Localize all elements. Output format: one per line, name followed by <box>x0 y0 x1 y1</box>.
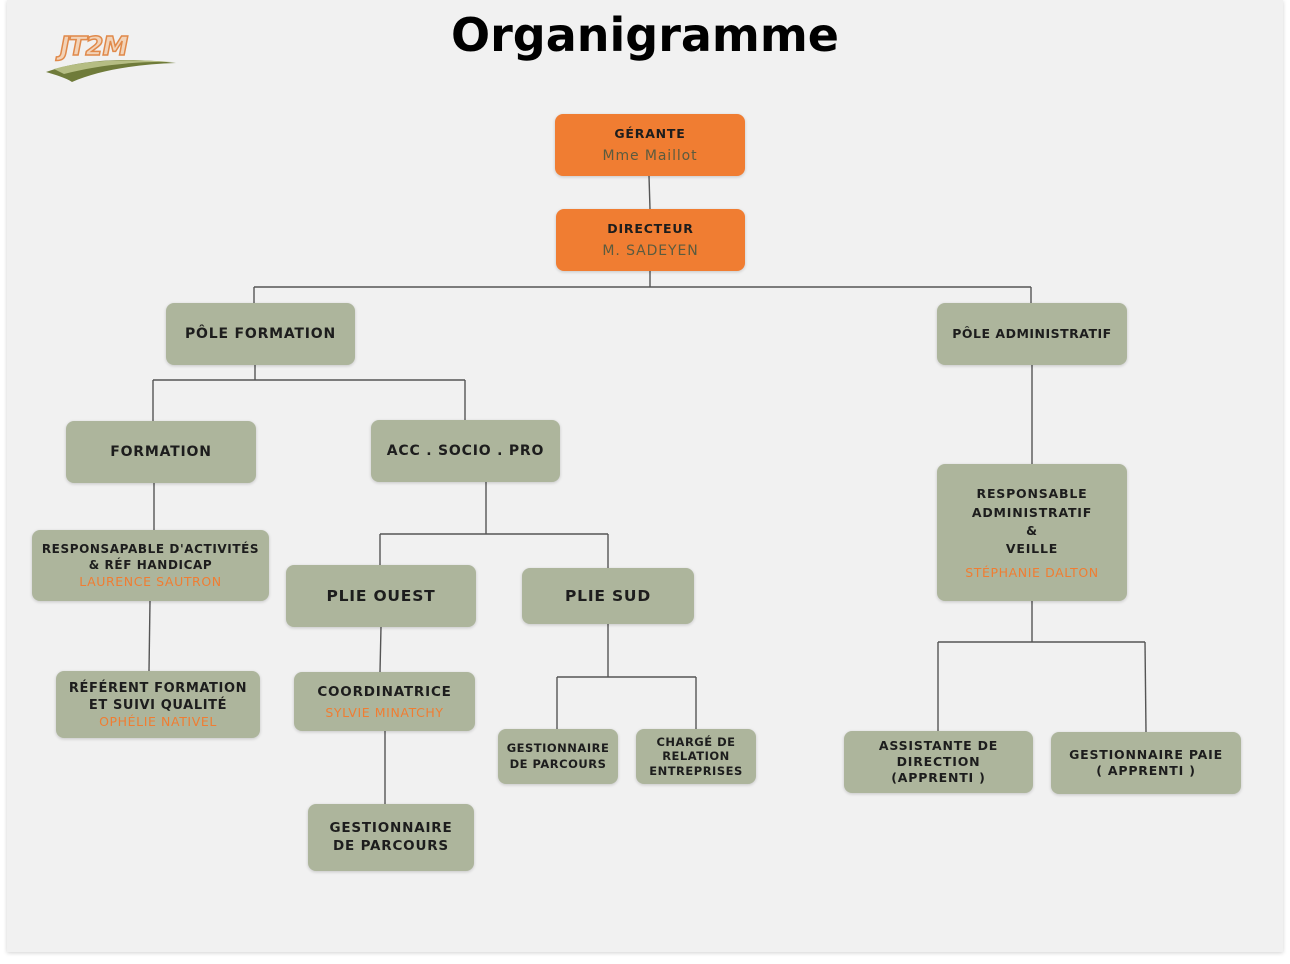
node-title: RESPONSAPABLE D'ACTIVITÉS & RÉF HANDICAP <box>41 541 260 572</box>
node-title: GESTIONNAIRE DE PARCOURS <box>506 741 610 771</box>
node-person: STÉPHANIE DALTON <box>965 564 1099 580</box>
node-coordinatrice: COORDINATRICE SYLVIE MINATCHY <box>294 672 475 731</box>
node-person: LAURENCE SAUTRON <box>79 574 222 590</box>
node-assistante-direction: ASSISTANTE DE DIRECTION (APPRENTI ) <box>844 731 1033 793</box>
node-formation: FORMATION <box>66 421 256 483</box>
node-directeur: DIRECTEUR M. SADEYEN <box>556 209 745 271</box>
node-person: M. SADEYEN <box>602 242 699 259</box>
node-title: GESTIONNAIRE PAIE ( APPRENTI ) <box>1069 746 1223 779</box>
node-title: GESTIONNAIRE DE PARCOURS <box>329 819 453 854</box>
node-plie-sud: PLIE SUD <box>522 568 694 624</box>
node-title: CHARGÉ DE RELATION ENTREPRISES <box>649 735 743 778</box>
company-logo: JT2M <box>44 28 184 90</box>
node-gerante: GÉRANTE Mme Maillot <box>555 114 745 176</box>
node-title: COORDINATRICE <box>317 683 452 700</box>
node-title: PLIE SUD <box>564 586 651 605</box>
logo-text: JT2M <box>59 31 129 63</box>
node-title: GÉRANTE <box>614 126 686 142</box>
node-gestionnaire-parcours-sud: GESTIONNAIRE DE PARCOURS <box>498 729 618 784</box>
node-person: Mme Maillot <box>602 147 698 164</box>
node-referent-formation: RÉFÉRENT FORMATION ET SUIVI QUALITÉ OPHÉ… <box>56 671 260 738</box>
node-title: PÔLE FORMATION <box>184 325 337 342</box>
node-title: PLIE OUEST <box>326 586 436 605</box>
node-title: RÉFÉRENT FORMATION ET SUIVI QUALITÉ <box>68 680 248 714</box>
node-responsable-activites: RESPONSAPABLE D'ACTIVITÉS & RÉF HANDICAP… <box>32 530 269 601</box>
node-person: OPHÉLIE NATIVEL <box>99 714 217 730</box>
node-charge-relation-entreprises: CHARGÉ DE RELATION ENTREPRISES <box>636 729 756 784</box>
node-title: DIRECTEUR <box>607 221 694 237</box>
node-person: SYLVIE MINATCHY <box>325 704 444 720</box>
node-pole-formation: PÔLE FORMATION <box>166 303 355 365</box>
node-responsable-administratif: RESPONSABLE ADMINISTRATIF & VEILLE STÉPH… <box>937 464 1127 601</box>
node-gestionnaire-paie: GESTIONNAIRE PAIE ( APPRENTI ) <box>1051 732 1241 794</box>
node-acc-socio-pro: ACC . SOCIO . PRO <box>371 420 560 482</box>
node-title: ACC . SOCIO . PRO <box>386 442 545 459</box>
node-plie-ouest: PLIE OUEST <box>286 565 476 627</box>
node-title: FORMATION <box>110 443 212 460</box>
node-title: ASSISTANTE DE DIRECTION (APPRENTI ) <box>878 737 999 786</box>
node-gestionnaire-parcours-ouest: GESTIONNAIRE DE PARCOURS <box>308 804 474 871</box>
logo-swoosh-icon <box>46 59 176 82</box>
node-title: RESPONSABLE ADMINISTRATIF & VEILLE <box>971 486 1093 556</box>
node-title: PÔLE ADMINISTRATIF <box>952 325 1112 341</box>
node-pole-administratif: PÔLE ADMINISTRATIF <box>937 303 1127 365</box>
page-title: Organigramme <box>451 8 839 62</box>
